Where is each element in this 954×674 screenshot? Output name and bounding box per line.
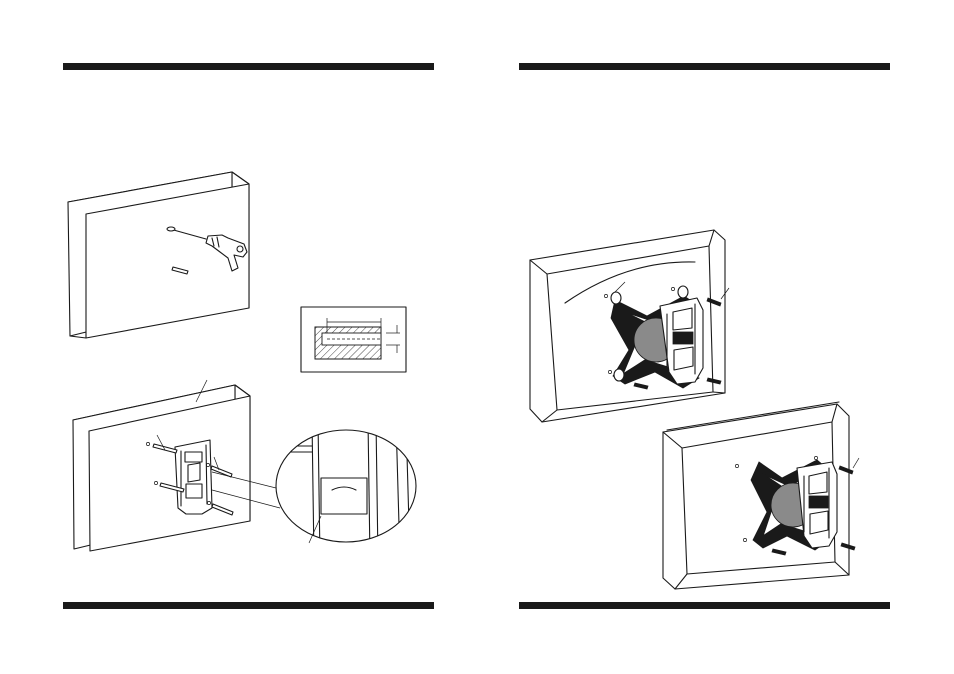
left-page (0, 0, 477, 674)
level-bracket-figure (0, 0, 477, 674)
right-page (477, 0, 954, 674)
wall-bracket-icon (175, 440, 212, 514)
wall-block-bottom (73, 385, 250, 551)
mounted-plate-figure (477, 0, 954, 674)
